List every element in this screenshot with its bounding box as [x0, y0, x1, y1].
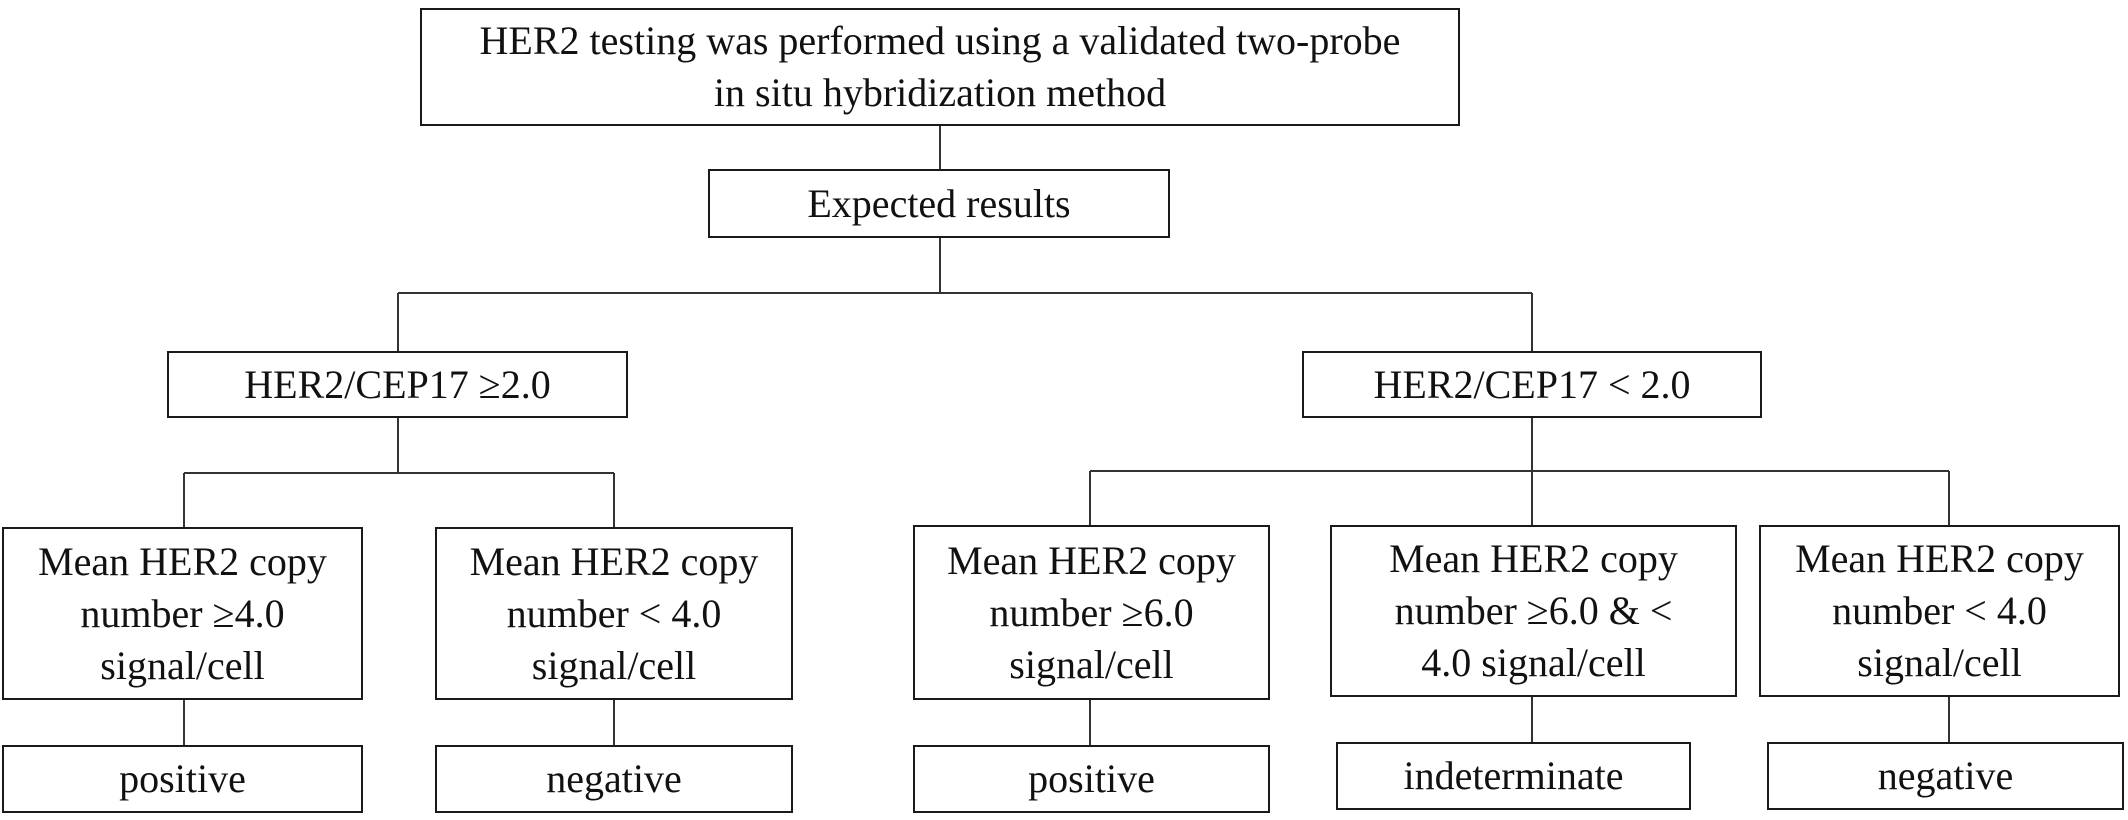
- result-box-5: negative: [1767, 742, 2124, 810]
- criteria-text-4: Mean HER2 copy number ≥6.0 & < 4.0 signa…: [1389, 536, 1678, 685]
- root-text: HER2 testing was performed using a valid…: [479, 18, 1401, 115]
- criteria-text-2: Mean HER2 copy number < 4.0 signal/cell: [469, 538, 759, 688]
- result-text-4: indeterminate: [1403, 753, 1624, 798]
- result-text-3: positive: [1028, 756, 1155, 801]
- root-box: HER2 testing was performed using a valid…: [420, 8, 1460, 126]
- criteria-text-3: Mean HER2 copy number ≥6.0 signal/cell: [947, 537, 1236, 687]
- result-box-3: positive: [913, 745, 1270, 813]
- criteria-text-1: Mean HER2 copy number ≥4.0 signal/cell: [38, 538, 327, 688]
- criteria-box-4: Mean HER2 copy number ≥6.0 & < 4.0 signa…: [1330, 525, 1737, 697]
- expected-results-box: Expected results: [708, 169, 1170, 238]
- ratio-high-box: HER2/CEP17 ≥2.0: [167, 351, 628, 418]
- result-box-2: negative: [435, 745, 793, 813]
- ratio-low-box: HER2/CEP17 < 2.0: [1302, 351, 1762, 418]
- ratio-high-text: HER2/CEP17 ≥2.0: [244, 361, 551, 407]
- expected-results-text: Expected results: [807, 180, 1071, 226]
- criteria-box-3: Mean HER2 copy number ≥6.0 signal/cell: [913, 525, 1270, 700]
- result-text-2: negative: [546, 756, 682, 801]
- result-text-1: positive: [119, 756, 246, 801]
- ratio-low-text: HER2/CEP17 < 2.0: [1373, 361, 1691, 407]
- criteria-box-2: Mean HER2 copy number < 4.0 signal/cell: [435, 527, 793, 700]
- result-box-4: indeterminate: [1336, 742, 1691, 810]
- result-box-1: positive: [2, 745, 363, 813]
- result-text-5: negative: [1877, 753, 2014, 798]
- criteria-box-1: Mean HER2 copy number ≥4.0 signal/cell: [2, 527, 363, 700]
- criteria-text-5: Mean HER2 copy number < 4.0 signal/cell: [1795, 536, 2084, 685]
- criteria-box-5: Mean HER2 copy number < 4.0 signal/cell: [1759, 525, 2120, 697]
